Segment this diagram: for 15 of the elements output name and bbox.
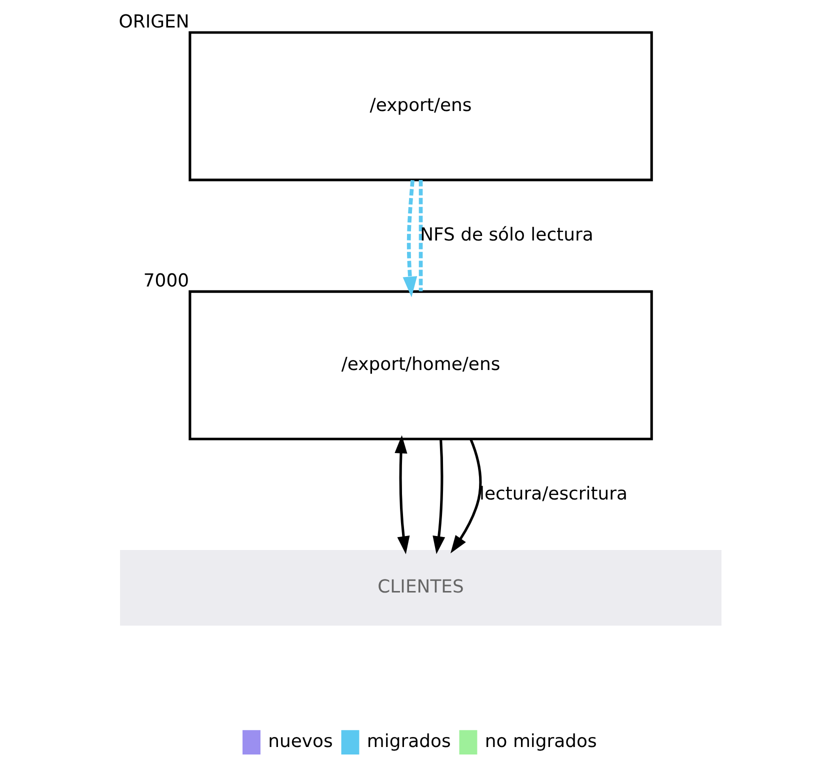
arrow [402, 180, 417, 298]
node-box: /export/home/ens [188, 290, 652, 440]
arrow [450, 438, 482, 554]
connector [418, 180, 422, 292]
edge-label: NFS de sólo lectura [420, 224, 593, 246]
edge-label: lectura/escritura [478, 484, 628, 505]
node-box: /export/ens [188, 31, 652, 182]
arrow [394, 435, 410, 554]
legend-label: no migrados [484, 731, 596, 752]
legend-label: migrados [366, 731, 450, 752]
arrow [432, 439, 445, 554]
legend-label: nuevos [268, 731, 332, 752]
node-label: 7000 [142, 270, 189, 292]
node-label: ORIGEN [118, 12, 189, 33]
node-box: CLIENTES [120, 550, 721, 626]
